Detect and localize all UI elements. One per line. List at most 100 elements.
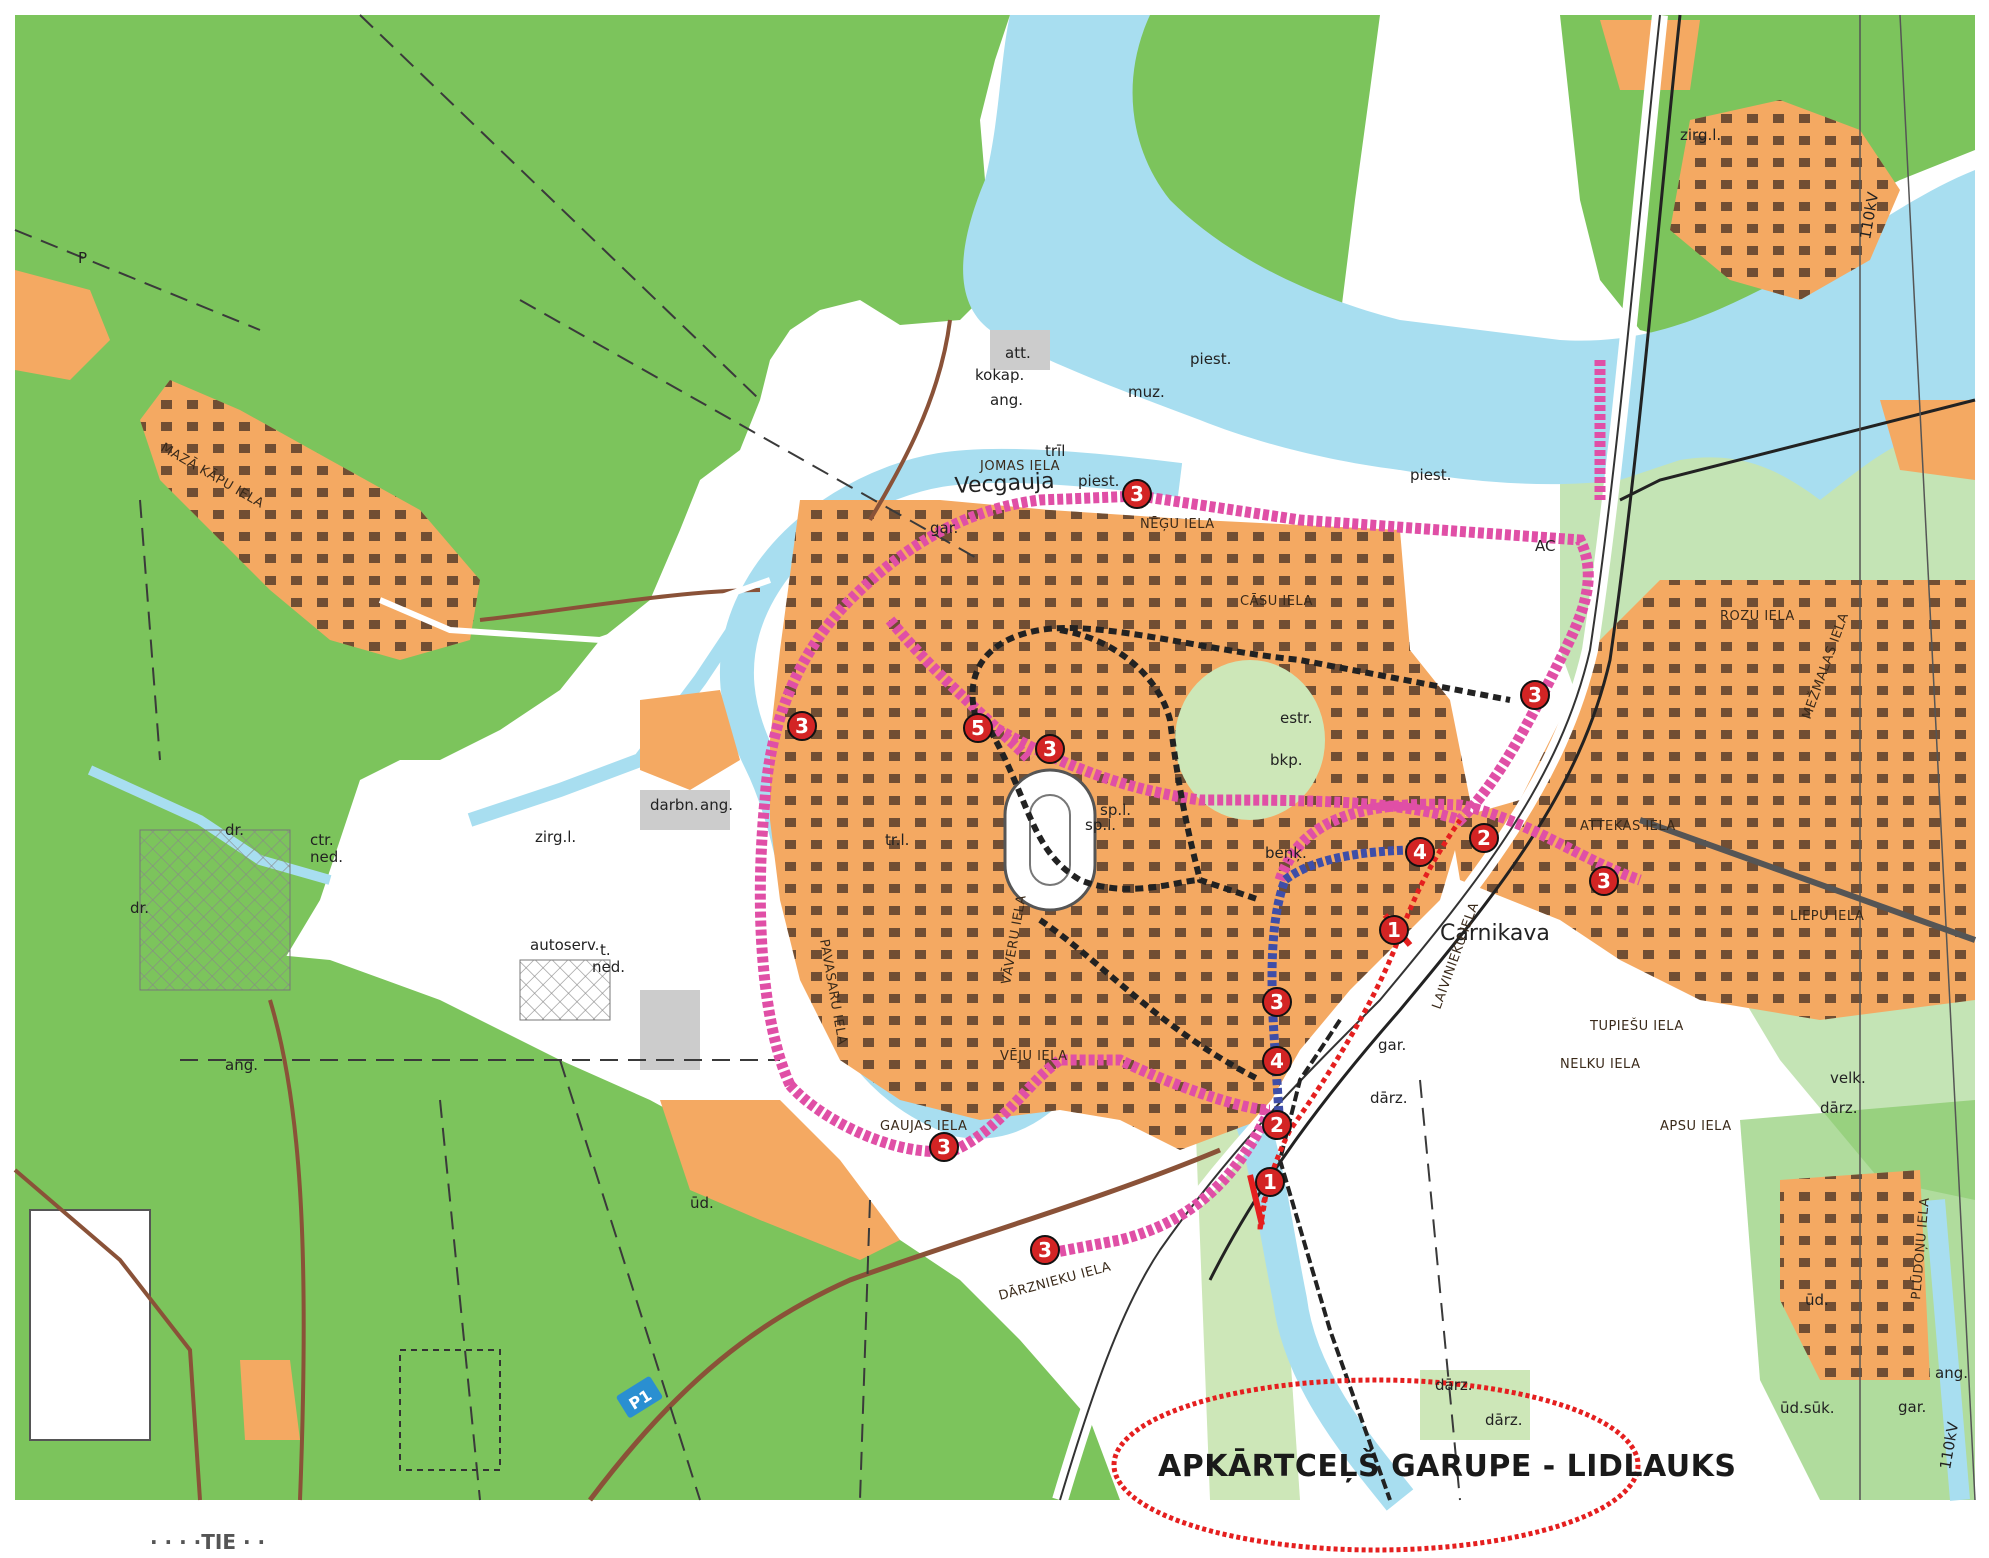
route-marker-circle — [1405, 837, 1435, 867]
route-marker-circle — [787, 711, 817, 741]
place-label: zirg.l. — [1680, 126, 1721, 144]
caption-fragment: · · · ·TIE · · — [150, 1530, 266, 1554]
street-label: NELKU IELA — [1560, 1057, 1641, 1072]
street-label: APSU IELA — [1660, 1119, 1732, 1134]
route-marker-circle — [1122, 479, 1152, 509]
place-label: ūd.sūk. — [1780, 1399, 1835, 1417]
route-red-solid — [1247, 1174, 1265, 1226]
route-marker[interactable]: 3 — [1122, 479, 1152, 509]
route-marker-label: 3 — [1270, 990, 1284, 1014]
route-marker-circle — [929, 1132, 959, 1162]
route-marker-label: 2 — [1477, 826, 1491, 850]
river-gauja — [963, 15, 1975, 500]
place-label: ūd. — [690, 1194, 714, 1212]
place-label: tr.l. — [885, 831, 909, 849]
route-marker-circle — [1262, 1046, 1292, 1076]
route-marker[interactable]: 2 — [1262, 1110, 1292, 1140]
street-label: NĒĢU IELA — [1140, 517, 1215, 532]
route-marker-label: 3 — [795, 714, 809, 738]
place-label: trīl — [1045, 442, 1065, 460]
place-label: beņķ. — [1265, 844, 1307, 862]
route-marker-label: 4 — [1270, 1049, 1284, 1073]
bypass-ellipse — [1111, 1377, 1641, 1553]
route-marker[interactable]: 3 — [1030, 1235, 1060, 1265]
place-label: piest. — [1078, 472, 1119, 490]
route-marker-circle — [1262, 987, 1292, 1017]
place-label: sp.l. — [1100, 801, 1131, 819]
place-label: estr. — [1280, 709, 1312, 727]
route-marker[interactable]: 4 — [1405, 837, 1435, 867]
route-marker-label: 3 — [1130, 482, 1144, 506]
route-marker-circle — [1520, 680, 1550, 710]
place-label: gar. — [930, 519, 958, 537]
route-marker[interactable]: 3 — [1589, 866, 1619, 896]
town-label: Carnikava — [1440, 921, 1550, 946]
route-marker-label: 3 — [937, 1135, 951, 1159]
place-label: ang. — [700, 796, 733, 814]
place-label: piest. — [1410, 466, 1451, 484]
place-label: zirg.l. — [535, 828, 576, 846]
route-marker-label: 1 — [1387, 918, 1401, 942]
route-blue — [1267, 845, 1421, 1131]
route-marker-label: 3 — [1043, 737, 1057, 761]
place-label: P — [78, 249, 87, 267]
place-label: darbn. — [650, 796, 699, 814]
place-label: piest. — [1190, 350, 1231, 368]
route-marker-circle — [1030, 1235, 1060, 1265]
street-label: ROZU IELA — [1720, 609, 1795, 624]
place-label: dr. — [225, 821, 244, 839]
place-label: ned. — [310, 848, 343, 866]
route-marker-label: 3 — [1038, 1238, 1052, 1262]
place-label: ūd. — [1805, 1291, 1829, 1309]
street-label: GAUJAS IELA — [880, 1119, 967, 1134]
place-label: dārz. — [1435, 1376, 1473, 1394]
route-pink — [754, 360, 1642, 1261]
street-label: TUPIEŠU IELA — [1589, 1018, 1684, 1034]
route-marker[interactable]: 3 — [929, 1132, 959, 1162]
place-label: dārz. — [1370, 1089, 1408, 1107]
street-label: CĀSU IELA — [1240, 594, 1313, 609]
place-label: gar. — [1378, 1036, 1406, 1054]
route-marker[interactable]: 5 — [963, 713, 993, 743]
route-marker[interactable]: 3 — [1520, 680, 1550, 710]
roads — [13, 14, 1977, 1503]
route-marker-label: 4 — [1413, 840, 1427, 864]
route-marker-label: 5 — [971, 716, 985, 740]
route-marker-circle — [963, 713, 993, 743]
route-marker-label: 3 — [1528, 683, 1542, 707]
route-marker-label: 2 — [1270, 1113, 1284, 1137]
route-marker-label: 1 — [1263, 1170, 1277, 1194]
place-label: ang. — [1935, 1364, 1968, 1382]
route-marker-circle — [1262, 1110, 1292, 1140]
route-marker[interactable]: 4 — [1262, 1046, 1292, 1076]
place-label: muz. — [1128, 383, 1165, 401]
forest-tracks — [14, 14, 1461, 1501]
route-marker-circle — [1255, 1167, 1285, 1197]
place-label: sp.l. — [1085, 816, 1116, 834]
place-label: ned. — [592, 958, 625, 976]
route-marker-label: 3 — [1597, 869, 1611, 893]
route-black — [969, 625, 1511, 1083]
route-marker[interactable]: 1 — [1379, 915, 1409, 945]
place-label: t. — [600, 941, 611, 959]
place-label: kokap. — [975, 366, 1024, 384]
route-marker[interactable]: 1 — [1255, 1167, 1285, 1197]
street-label: JOMAS IELA — [979, 459, 1060, 474]
river-label: Vecgauja — [954, 469, 1055, 499]
route-marker-circle — [1589, 866, 1619, 896]
route-marker-circle — [1035, 734, 1065, 764]
street-label: LIEPU IELA — [1790, 909, 1864, 924]
place-label: ctr. — [310, 831, 334, 849]
route-markers: 3 3 5 3 3 2 3 4 — [787, 479, 1619, 1265]
place-label: att. — [1005, 344, 1031, 362]
place-label: bkp. — [1270, 751, 1303, 769]
route-marker[interactable]: 3 — [1035, 734, 1065, 764]
route-marker[interactable]: 3 — [787, 711, 817, 741]
place-label: ang. — [990, 391, 1023, 409]
route-marker[interactable]: 2 — [1469, 823, 1499, 853]
place-label: dr. — [130, 899, 149, 917]
route-marker[interactable]: 3 — [1262, 987, 1292, 1017]
street-label: VĒJU IELA — [1000, 1049, 1068, 1064]
